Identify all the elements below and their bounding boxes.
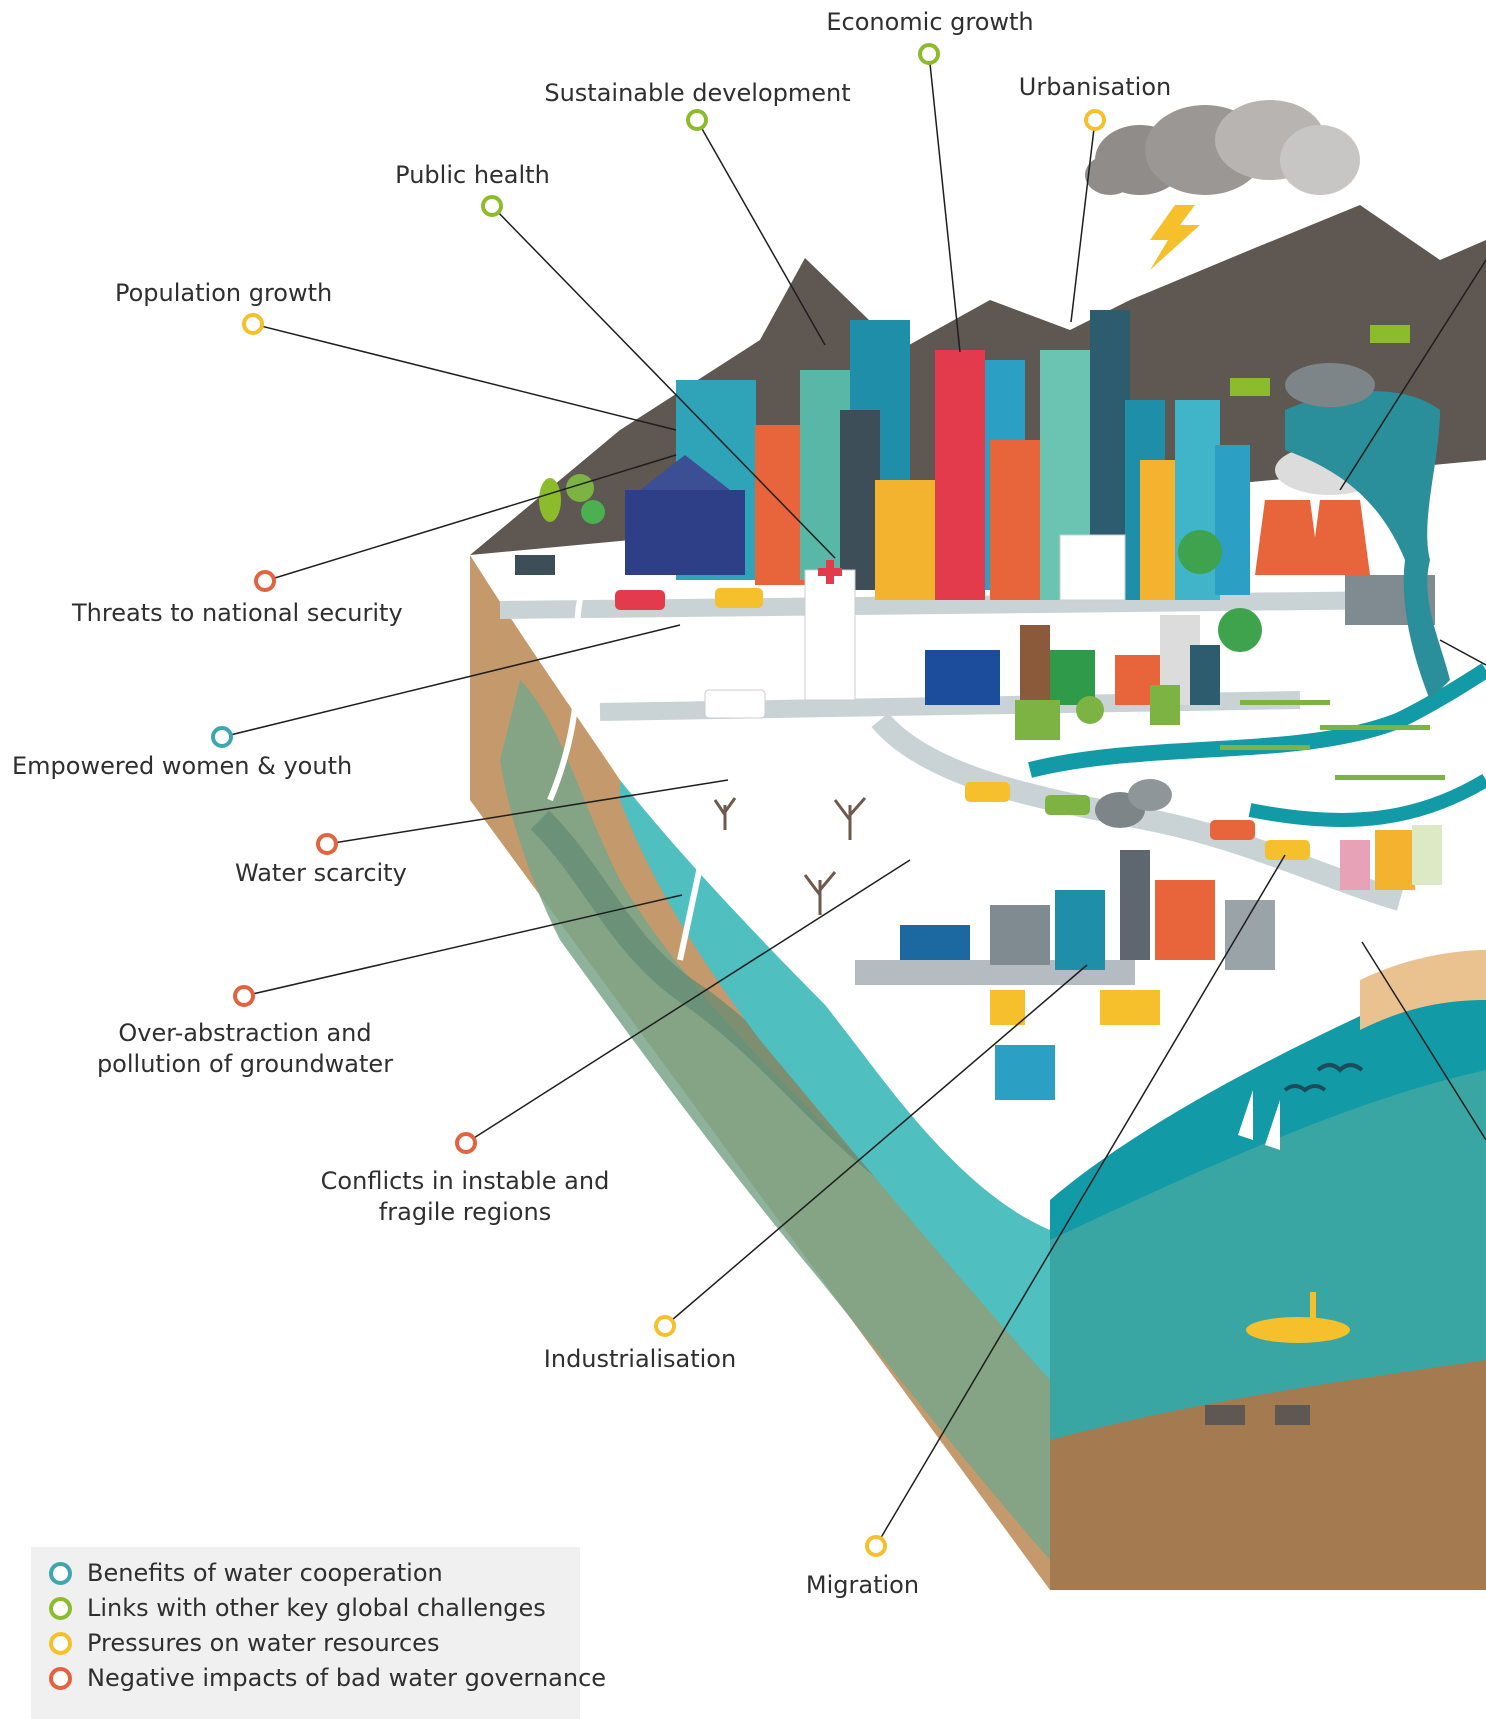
waste-barrel bbox=[1275, 1405, 1310, 1425]
label-migration: Migration bbox=[805, 1571, 920, 1599]
marker-over-abstraction bbox=[233, 985, 255, 1007]
label-sustainable-development: Sustainable development bbox=[544, 79, 851, 107]
label-public-health: Public health bbox=[395, 161, 550, 189]
marker-conflicts bbox=[455, 1132, 477, 1154]
label-markers bbox=[211, 43, 1106, 1557]
label-over-abstraction-line2: pollution of groundwater bbox=[96, 1050, 394, 1078]
sea-surface bbox=[1050, 960, 1486, 1240]
legend-marker-icon bbox=[49, 1596, 72, 1620]
label-threats-national-security: Threats to national security bbox=[72, 599, 403, 627]
marker-migration bbox=[865, 1535, 887, 1557]
cloud-icon bbox=[1085, 100, 1360, 195]
trees bbox=[539, 474, 1262, 724]
marker-sustainable-development bbox=[686, 109, 708, 131]
legend-label: Links with other key global challenges bbox=[87, 1594, 546, 1622]
industrial-zone bbox=[855, 779, 1275, 1100]
legend-item-pressures: Pressures on water resources bbox=[49, 1628, 439, 1658]
label-empowered-women-youth: Empowered women & youth bbox=[12, 752, 353, 780]
beach bbox=[1360, 950, 1486, 1030]
bird-icon bbox=[1283, 1084, 1327, 1093]
legend-marker-icon bbox=[49, 1666, 72, 1690]
car bbox=[1210, 820, 1255, 840]
marker-urbanisation bbox=[1084, 109, 1106, 131]
label-economic-growth: Economic growth bbox=[826, 8, 1034, 36]
label-population-growth: Population growth bbox=[115, 279, 333, 307]
waste-barrel bbox=[1205, 1405, 1245, 1425]
legend-marker-icon bbox=[49, 1631, 72, 1655]
river-surface-2 bbox=[1248, 774, 1486, 827]
label-urbanisation: Urbanisation bbox=[1018, 73, 1172, 101]
bird-icon bbox=[1316, 1063, 1364, 1073]
label-conflicts-line2: fragile regions bbox=[378, 1198, 552, 1226]
houses bbox=[925, 615, 1442, 890]
car bbox=[1045, 795, 1090, 815]
legend-marker-icon bbox=[49, 1561, 72, 1585]
label-water-scarcity: Water scarcity bbox=[235, 859, 407, 887]
landfill bbox=[1285, 363, 1375, 407]
marker-water-scarcity bbox=[316, 833, 338, 855]
ambulance-icon bbox=[704, 689, 766, 719]
tsunami-wave bbox=[1285, 391, 1450, 700]
legend-label: Benefits of water cooperation bbox=[87, 1559, 443, 1587]
car bbox=[615, 590, 665, 610]
marker-threats-national-security bbox=[254, 570, 276, 592]
marker-industrialisation bbox=[654, 1315, 676, 1337]
legend-label: Negative impacts of bad water governance bbox=[87, 1664, 607, 1692]
legend: Benefits of water cooperation Links with… bbox=[31, 1547, 606, 1719]
city-skyline bbox=[625, 310, 1250, 701]
legend-item-benefits: Benefits of water cooperation bbox=[49, 1558, 443, 1588]
groundwater-layer bbox=[500, 680, 1050, 1560]
truck bbox=[1370, 325, 1410, 343]
legend-label: Pressures on water resources bbox=[87, 1629, 440, 1657]
label-over-abstraction-line1: Over-abstraction and bbox=[118, 1019, 372, 1047]
lightning-icon bbox=[1150, 205, 1200, 270]
sea-bottom bbox=[1050, 1360, 1486, 1590]
river-surface bbox=[1028, 663, 1486, 778]
marker-public-health bbox=[481, 195, 503, 217]
label-conflicts-line1: Conflicts in instable and bbox=[320, 1167, 610, 1195]
marker-empowered-women-youth bbox=[211, 726, 233, 748]
car bbox=[965, 782, 1010, 802]
road-curve bbox=[871, 712, 1404, 911]
submarine-icon bbox=[1246, 1317, 1350, 1343]
dead-trees bbox=[713, 797, 867, 915]
sailboat-icon bbox=[1265, 1100, 1280, 1150]
legend-item-links: Links with other key global challenges bbox=[49, 1593, 546, 1623]
sailboat-icon bbox=[1238, 1090, 1253, 1140]
well-pipe-2 bbox=[677, 819, 713, 961]
car bbox=[715, 588, 763, 608]
irrigated-fields bbox=[1220, 700, 1445, 780]
label-industrialisation: Industrialisation bbox=[543, 1345, 737, 1373]
legend-item-negative: Negative impacts of bad water governance bbox=[49, 1663, 606, 1693]
leader-lines bbox=[221, 53, 1486, 1547]
marker-economic-growth bbox=[918, 43, 940, 65]
marker-population-growth bbox=[242, 313, 264, 335]
car bbox=[1265, 840, 1310, 860]
well-pipe-1 bbox=[547, 573, 593, 802]
